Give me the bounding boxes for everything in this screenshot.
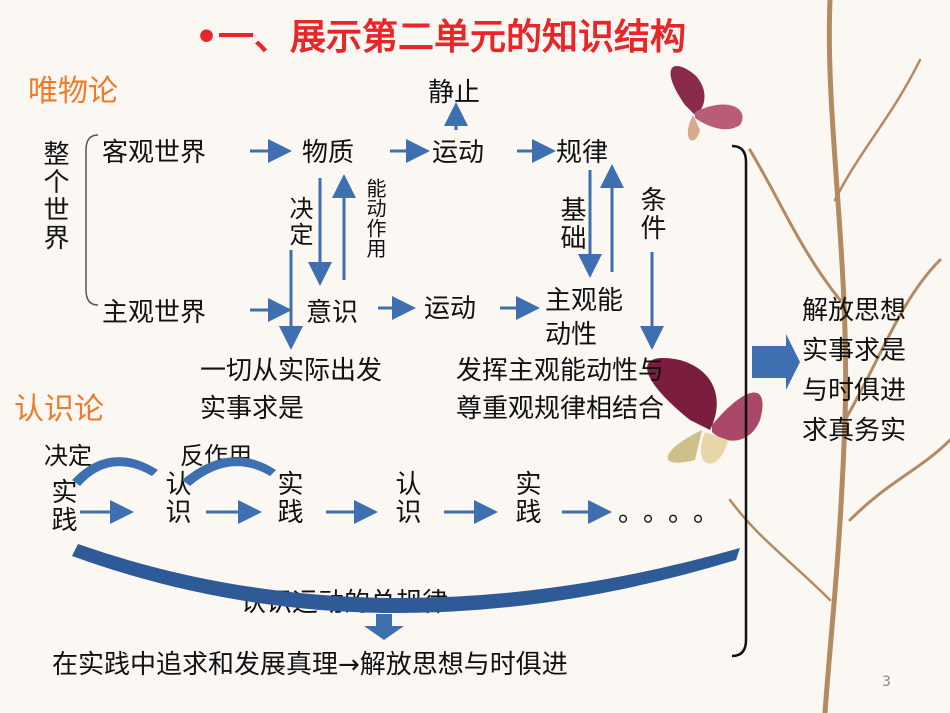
cognition-2: 认识 bbox=[391, 470, 421, 526]
determines-label: 决定 bbox=[285, 196, 313, 248]
motion-top-label: 运动 bbox=[432, 138, 485, 168]
ellipsis: 。。。。 bbox=[618, 498, 732, 528]
consciousness-label: 意识 bbox=[306, 298, 359, 328]
initiative-label-2: 动性 bbox=[545, 320, 598, 350]
law-label: 规律 bbox=[556, 138, 609, 168]
reacts-label: 能动作用 bbox=[363, 178, 387, 258]
motion-bottom-label: 运动 bbox=[424, 294, 477, 324]
basis-label: 基础 bbox=[556, 196, 586, 252]
page-number: 3 bbox=[882, 674, 891, 690]
result-line-4: 求真务实 bbox=[802, 416, 907, 446]
result-line-3: 与时俱进 bbox=[802, 376, 907, 406]
decides-label: 决定 bbox=[44, 442, 92, 470]
butterfly-top bbox=[670, 66, 743, 141]
bottom-summary-line: 在实践中追求和发展真理→解放思想与时俱进 bbox=[52, 650, 568, 680]
whole-world-label: 整个世界 bbox=[39, 140, 69, 252]
condition-label: 条件 bbox=[636, 186, 666, 242]
decorative-branch-illustration bbox=[647, 0, 950, 713]
materialism-section-label: 唯物论 bbox=[28, 74, 118, 109]
subjective-world-label: 主观世界 bbox=[102, 298, 207, 328]
practice-3: 实践 bbox=[511, 470, 541, 526]
result-line-2: 实事求是 bbox=[802, 336, 907, 366]
conclusion-right-2: 尊重观规律相结合 bbox=[456, 394, 665, 424]
butterfly-bottom bbox=[647, 358, 763, 464]
conclusion-left-2: 实事求是 bbox=[200, 394, 305, 424]
conclusion-right-1: 发挥主观能动性与 bbox=[456, 356, 665, 386]
initiative-label-1: 主观能 bbox=[545, 286, 624, 316]
result-line-1: 解放思想 bbox=[802, 296, 907, 326]
page-title: •一、展示第二单元的知识结构 bbox=[195, 17, 687, 58]
practice-2: 实践 bbox=[273, 470, 303, 526]
practice-1: 实践 bbox=[47, 478, 77, 534]
objective-world-label: 客观世界 bbox=[102, 138, 207, 168]
conclusion-left-1: 一切从实际出发 bbox=[200, 356, 383, 386]
epistemology-section-label: 认识论 bbox=[14, 392, 104, 427]
matter-label: 物质 bbox=[302, 138, 355, 168]
